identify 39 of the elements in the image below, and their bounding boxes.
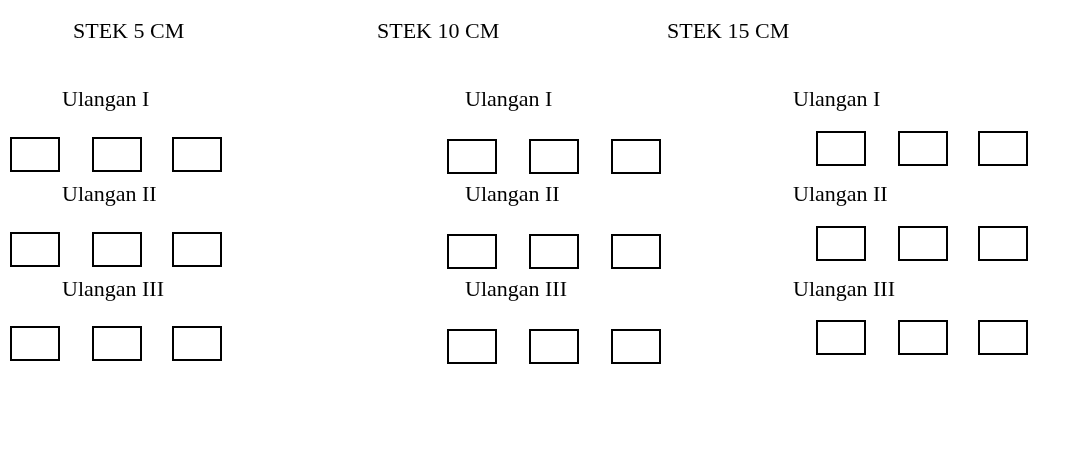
plot-box [978, 226, 1028, 261]
plot-box [529, 329, 579, 364]
replicate-label: Ulangan I [793, 88, 881, 110]
replicate-label: Ulangan I [465, 88, 553, 110]
replicate-label: Ulangan III [793, 278, 895, 300]
plot-box [816, 226, 866, 261]
replicate-label: Ulangan III [62, 278, 164, 300]
plot-box [10, 232, 60, 267]
replicate-label: Ulangan I [62, 88, 150, 110]
plot-box [92, 326, 142, 361]
replicate-label: Ulangan III [465, 278, 567, 300]
plot-box [898, 320, 948, 355]
plot-box [978, 320, 1028, 355]
plot-box [816, 131, 866, 166]
plot-box [816, 320, 866, 355]
plot-box [611, 234, 661, 269]
plot-box [978, 131, 1028, 166]
plot-box [529, 139, 579, 174]
plot-box [172, 232, 222, 267]
replicate-label: Ulangan II [793, 183, 888, 205]
column-heading: STEK 10 CM [377, 20, 500, 42]
plot-box [92, 137, 142, 172]
column-heading: STEK 15 CM [667, 20, 790, 42]
plot-box [529, 234, 579, 269]
replicate-label: Ulangan II [465, 183, 560, 205]
plot-box [172, 326, 222, 361]
plot-box [898, 226, 948, 261]
plot-box [92, 232, 142, 267]
plot-box [447, 139, 497, 174]
column-heading: STEK 5 CM [73, 20, 185, 42]
plot-box [611, 139, 661, 174]
plot-box [611, 329, 661, 364]
plot-box [10, 137, 60, 172]
plot-box [447, 234, 497, 269]
replicate-label: Ulangan II [62, 183, 157, 205]
plot-box [898, 131, 948, 166]
plot-box [447, 329, 497, 364]
plot-box [172, 137, 222, 172]
plot-box [10, 326, 60, 361]
